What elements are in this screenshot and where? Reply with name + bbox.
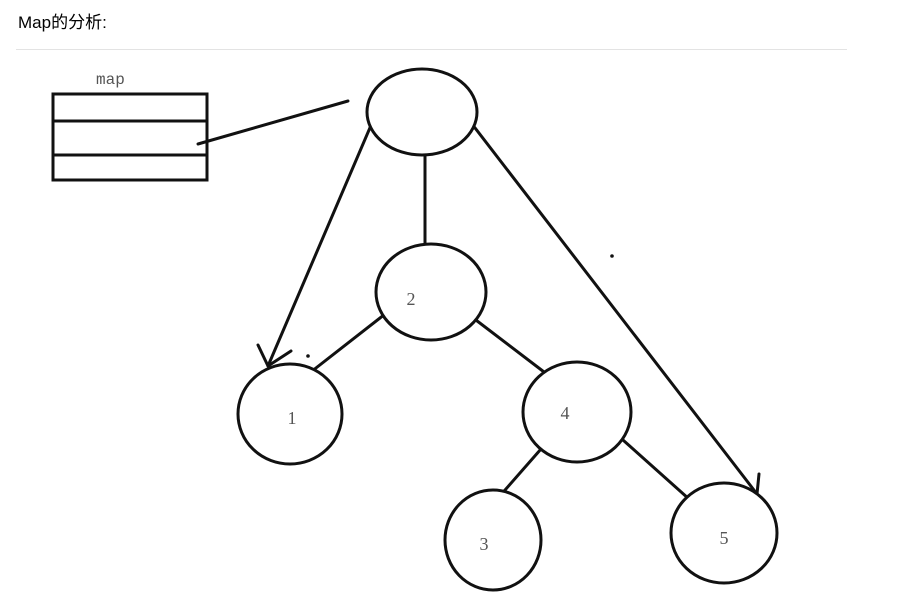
node-label: 5 xyxy=(720,528,729,548)
page-title: Map的分析: xyxy=(18,13,107,32)
tree-node-3: 3 xyxy=(443,488,543,592)
edge-2-4 xyxy=(466,312,550,377)
title-divider xyxy=(16,49,847,50)
node-label: 4 xyxy=(561,403,570,423)
stray-dot xyxy=(306,354,310,358)
tree-node-root xyxy=(365,67,479,157)
tree-node-5: 5 xyxy=(669,481,779,585)
stray-dot xyxy=(610,254,614,258)
tree-node-1: 1 xyxy=(236,362,344,466)
edge-2-1 xyxy=(305,309,391,377)
map-table: map xyxy=(51,71,209,182)
map-label: map xyxy=(96,71,125,89)
node-label: 2 xyxy=(407,289,416,309)
map-to-root-link xyxy=(196,99,350,146)
node-label: 3 xyxy=(480,534,489,554)
tree-node-4: 4 xyxy=(521,360,633,464)
node-label: 1 xyxy=(288,408,297,428)
tree-node-2: 2 xyxy=(374,242,488,342)
map-table-frame xyxy=(51,92,209,182)
arrow-root-to-1 xyxy=(256,121,374,368)
